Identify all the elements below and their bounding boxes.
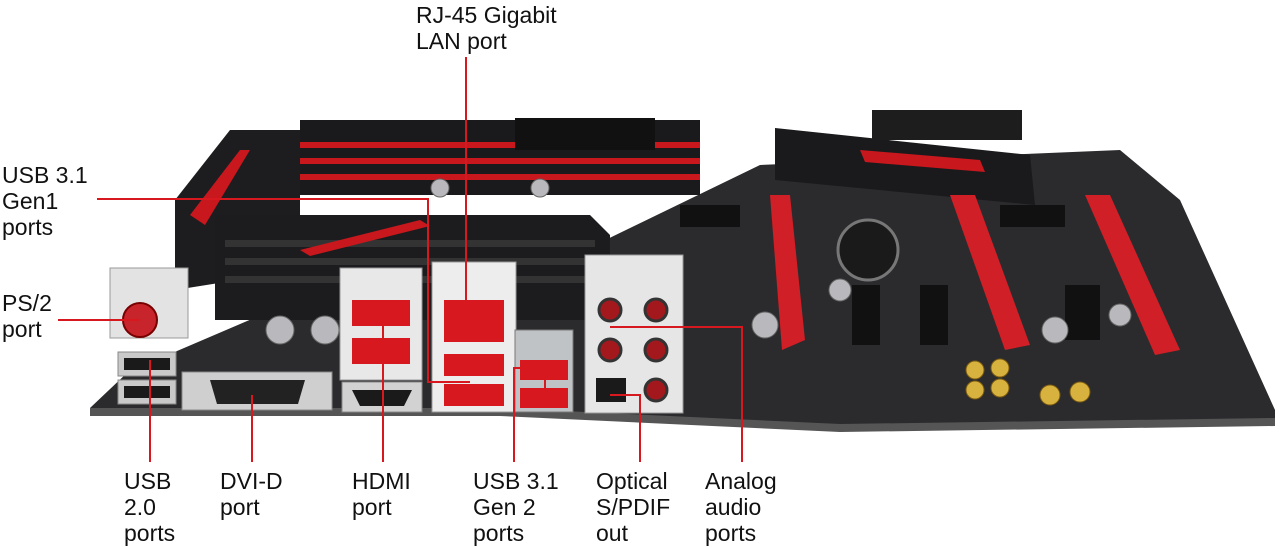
label-line: PS/2 — [2, 290, 52, 316]
lan-usb-block — [431, 261, 517, 413]
label-line: USB — [124, 468, 172, 494]
label-line: USB 3.1 — [2, 162, 88, 188]
label-line: Optical — [596, 468, 668, 494]
label-line: Analog — [705, 468, 777, 494]
audio-block — [584, 254, 684, 414]
label-line: RJ-45 Gigabit — [416, 2, 557, 28]
usb20-ports — [117, 351, 177, 405]
label-usb20: USB 2.0 ports — [124, 468, 175, 546]
capacitors — [265, 178, 1132, 345]
label-optical: Optical S/PDIF out — [596, 468, 670, 546]
label-analog: Analog audio ports — [705, 468, 777, 546]
leader-usb31gen1 — [97, 198, 470, 383]
label-line: audio — [705, 494, 762, 520]
leader-analog — [610, 326, 743, 462]
label-line: ports — [473, 520, 525, 546]
usb31gen1-block — [339, 267, 423, 381]
label-rj45: RJ-45 Gigabit LAN port — [416, 2, 557, 54]
label-usb31gen2: USB 3.1 Gen 2 ports — [473, 468, 559, 546]
pcb-edge — [90, 408, 1275, 432]
label-line: port — [220, 494, 260, 520]
label-hdmi: HDMI port — [352, 468, 411, 520]
leader-optical — [610, 394, 641, 462]
pcie-slot-1 — [770, 195, 805, 350]
pcie-slot-3 — [1085, 195, 1180, 355]
chipset-heatsink — [775, 128, 1035, 205]
cmos-battery — [836, 218, 900, 282]
label-line: 2.0 — [124, 494, 156, 520]
label-dvid: DVI-D port — [220, 468, 283, 520]
label-usb31gen1: USB 3.1 Gen1 ports — [2, 162, 88, 240]
leader-usb31gen2 — [513, 367, 546, 462]
pcie-slot-2 — [950, 195, 1030, 350]
label-line: Gen 2 — [473, 494, 536, 520]
label-line: USB 3.1 — [473, 468, 559, 494]
label-line: DVI-D — [220, 468, 283, 494]
leader-lines — [58, 57, 743, 462]
label-line: out — [596, 520, 628, 546]
dvid-port — [181, 371, 333, 411]
label-line: HDMI — [352, 468, 411, 494]
label-line: port — [2, 316, 42, 342]
label-line: ports — [705, 520, 757, 546]
label-line: ports — [124, 520, 176, 546]
label-line: S/PDIF — [596, 494, 671, 520]
label-line: port — [352, 494, 392, 520]
usb31gen2-block — [514, 329, 574, 413]
label-ps2: PS/2 port — [2, 290, 52, 342]
audio-capacitors — [965, 358, 1091, 406]
label-line: Gen1 — [2, 188, 59, 214]
label-line: LAN port — [416, 28, 507, 54]
label-line: ports — [2, 214, 54, 240]
